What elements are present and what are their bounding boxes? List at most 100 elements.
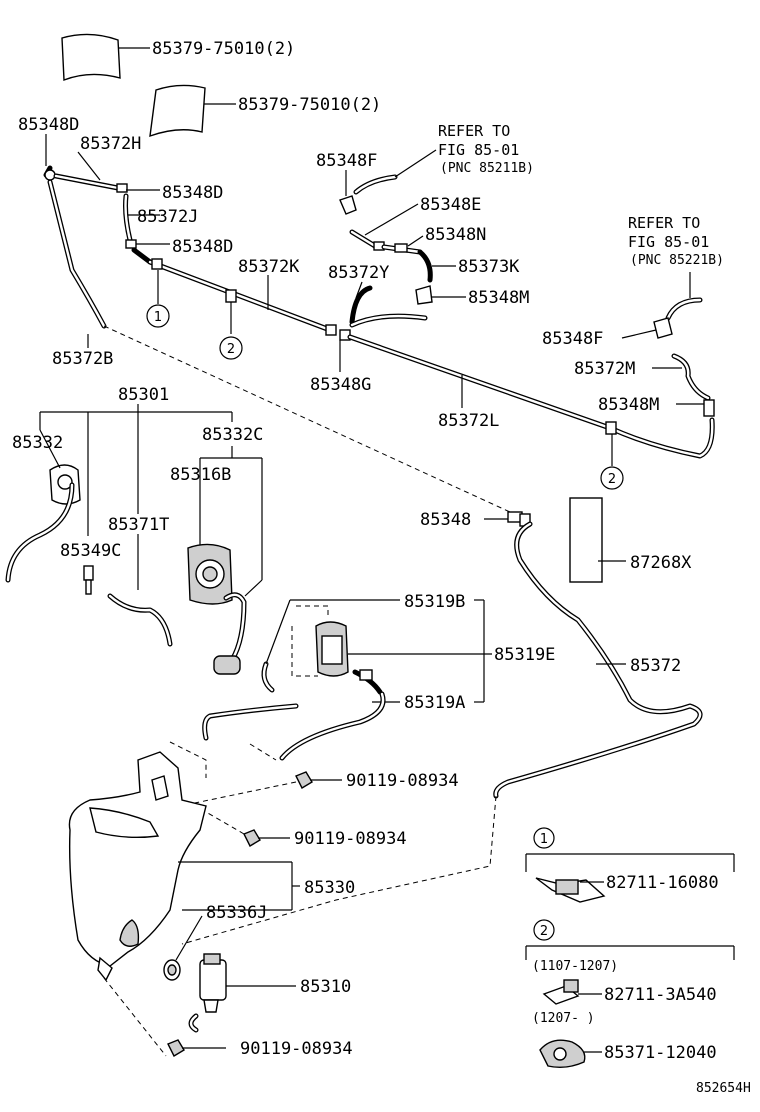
dash-bolt-upper xyxy=(189,781,297,805)
label-85336j: 85336J xyxy=(206,903,267,923)
label-date-range-1: (1107-1207) xyxy=(532,959,618,974)
dash-tank-1 xyxy=(169,741,207,778)
label-bolt-1: 90119-08934 xyxy=(346,771,459,791)
part-85310-washer-motor[interactable] xyxy=(199,953,227,1013)
label-clamp-3: 85371-12040 xyxy=(604,1043,717,1063)
legend-bracket-1 xyxy=(525,853,735,872)
group-bracket-85301 xyxy=(39,404,233,536)
upper-left-hose-assembly[interactable] xyxy=(43,165,333,334)
part-87268x-label[interactable] xyxy=(569,497,603,583)
label-85348m-lower: 85348M xyxy=(598,395,659,415)
label-bolt-3: 90119-08934 xyxy=(240,1039,353,1059)
part-85371t-hose[interactable] xyxy=(107,593,173,647)
dash-bolt-middle xyxy=(205,811,245,835)
label-85316b: 85316B xyxy=(170,465,231,485)
svg-text:1: 1 xyxy=(540,832,548,847)
label-bolt-2: 90119-08934 xyxy=(294,829,407,849)
label-85348: 85348 xyxy=(420,510,471,530)
dash-85319b-guide-2 xyxy=(291,626,318,677)
label-85372h: 85372H xyxy=(80,134,141,154)
part-85316b-washer-pump[interactable] xyxy=(187,543,233,605)
part-85372-long-hose[interactable] xyxy=(493,521,703,799)
leader-85372h xyxy=(77,151,101,181)
part-82711-3a540-clamp[interactable] xyxy=(542,979,580,1005)
bracket-85319 xyxy=(474,599,485,703)
refer-to-left-line1: REFER TO xyxy=(438,122,510,140)
label-85319a: 85319A xyxy=(404,693,465,713)
label-85349c: 85349C xyxy=(60,541,121,561)
wiper-blade-insert-1[interactable] xyxy=(61,33,150,82)
leader-85372y xyxy=(355,281,363,299)
label-85348e: 85348E xyxy=(420,195,481,215)
figure-code: 852654H xyxy=(696,1081,751,1096)
part-85336j-grommet[interactable] xyxy=(163,959,181,981)
leader-85348n xyxy=(407,235,424,247)
part-85332c-hose[interactable] xyxy=(213,592,247,675)
dash-85372-to-tank xyxy=(181,795,497,945)
label-85371t: 85371T xyxy=(108,515,169,535)
leader-85348f-right xyxy=(621,329,657,339)
label-85372y: 85372Y xyxy=(328,263,389,283)
svg-text:2: 2 xyxy=(227,342,235,357)
part-85371-12040-clamp[interactable] xyxy=(539,1039,586,1069)
leader-85348e xyxy=(364,203,419,236)
refer-to-right-line2: FIG 85-01 xyxy=(628,233,709,251)
svg-text:2: 2 xyxy=(608,472,616,487)
label-85348m-upper: 85348M xyxy=(468,288,529,308)
bolt-90119-08934-lower[interactable] xyxy=(167,1039,226,1057)
bolt-90119-08934-upper[interactable] xyxy=(295,771,342,789)
leader-refer-left xyxy=(394,149,437,178)
label-85310: 85310 xyxy=(300,977,351,997)
label-85348f-left: 85348F xyxy=(316,151,377,171)
label-85372b: 85372B xyxy=(52,349,113,369)
wiper-blade-insert-2[interactable] xyxy=(149,84,236,138)
label-85348f-right: 85348F xyxy=(542,329,603,349)
leader-85319b-b xyxy=(265,599,291,665)
refer-to-right-line1: REFER TO xyxy=(628,214,700,232)
refer-to-left-line2: FIG 85-01 xyxy=(438,141,519,159)
label-85372m: 85372M xyxy=(574,359,635,379)
label-85332: 85332 xyxy=(12,433,63,453)
bracket-85316b xyxy=(199,457,263,597)
part-85319b-hose[interactable] xyxy=(261,661,275,693)
dash-85319b-guide xyxy=(296,605,329,618)
callout-1-legend: 1 xyxy=(533,827,555,849)
part-85349c-valve[interactable] xyxy=(83,565,94,595)
label-85330: 85330 xyxy=(304,878,355,898)
label-date-range-2: (1207- ) xyxy=(532,1011,595,1026)
label-wiper-blade-insert-1: 85379-75010(2) xyxy=(152,39,295,59)
center-hose-assembly[interactable] xyxy=(325,174,715,466)
refer-to-right-line3: (PNC 85221B) xyxy=(630,253,724,268)
right-nozzle-assembly[interactable] xyxy=(653,297,715,417)
callout-2-upper: 2 xyxy=(219,336,243,360)
label-clamp-1: 82711-16080 xyxy=(606,873,719,893)
part-82711-16080-clamp[interactable] xyxy=(535,877,606,903)
label-wiper-blade-insert-2: 85379-75010(2) xyxy=(238,95,381,115)
dash-tank-2 xyxy=(249,743,277,761)
callout-2-right: 2 xyxy=(600,466,624,490)
part-85319a-hose[interactable] xyxy=(352,669,383,695)
label-85348d-top: 85348D xyxy=(18,115,79,135)
label-85348g: 85348G xyxy=(310,375,371,395)
label-85372j: 85372J xyxy=(137,207,198,227)
part-85330-washer-tank[interactable] xyxy=(68,751,207,982)
callout-1-upper: 1 xyxy=(146,304,170,328)
label-85348d-low: 85348D xyxy=(172,237,233,257)
label-85319e: 85319E xyxy=(494,645,555,665)
label-85373k: 85373K xyxy=(458,257,520,277)
label-85348d-mid: 85348D xyxy=(162,183,223,203)
part-85332-grommet[interactable] xyxy=(5,464,81,583)
callout-2-legend: 2 xyxy=(533,919,555,941)
part-85319e-connector[interactable] xyxy=(315,621,349,677)
leader-85336j xyxy=(175,915,203,961)
dash-tank-bolt-lower xyxy=(103,977,167,1057)
label-85372l: 85372L xyxy=(438,411,499,431)
leader-85332 xyxy=(39,429,61,469)
label-85372: 85372 xyxy=(630,656,681,676)
svg-text:1: 1 xyxy=(154,310,162,325)
bolt-90119-08934-middle[interactable] xyxy=(243,829,290,847)
label-87268x: 87268X xyxy=(630,553,692,573)
dash-85372b-to-85348 xyxy=(103,325,511,513)
hose-85319a-to-tank[interactable] xyxy=(279,691,386,761)
label-85319b: 85319B xyxy=(404,592,465,612)
